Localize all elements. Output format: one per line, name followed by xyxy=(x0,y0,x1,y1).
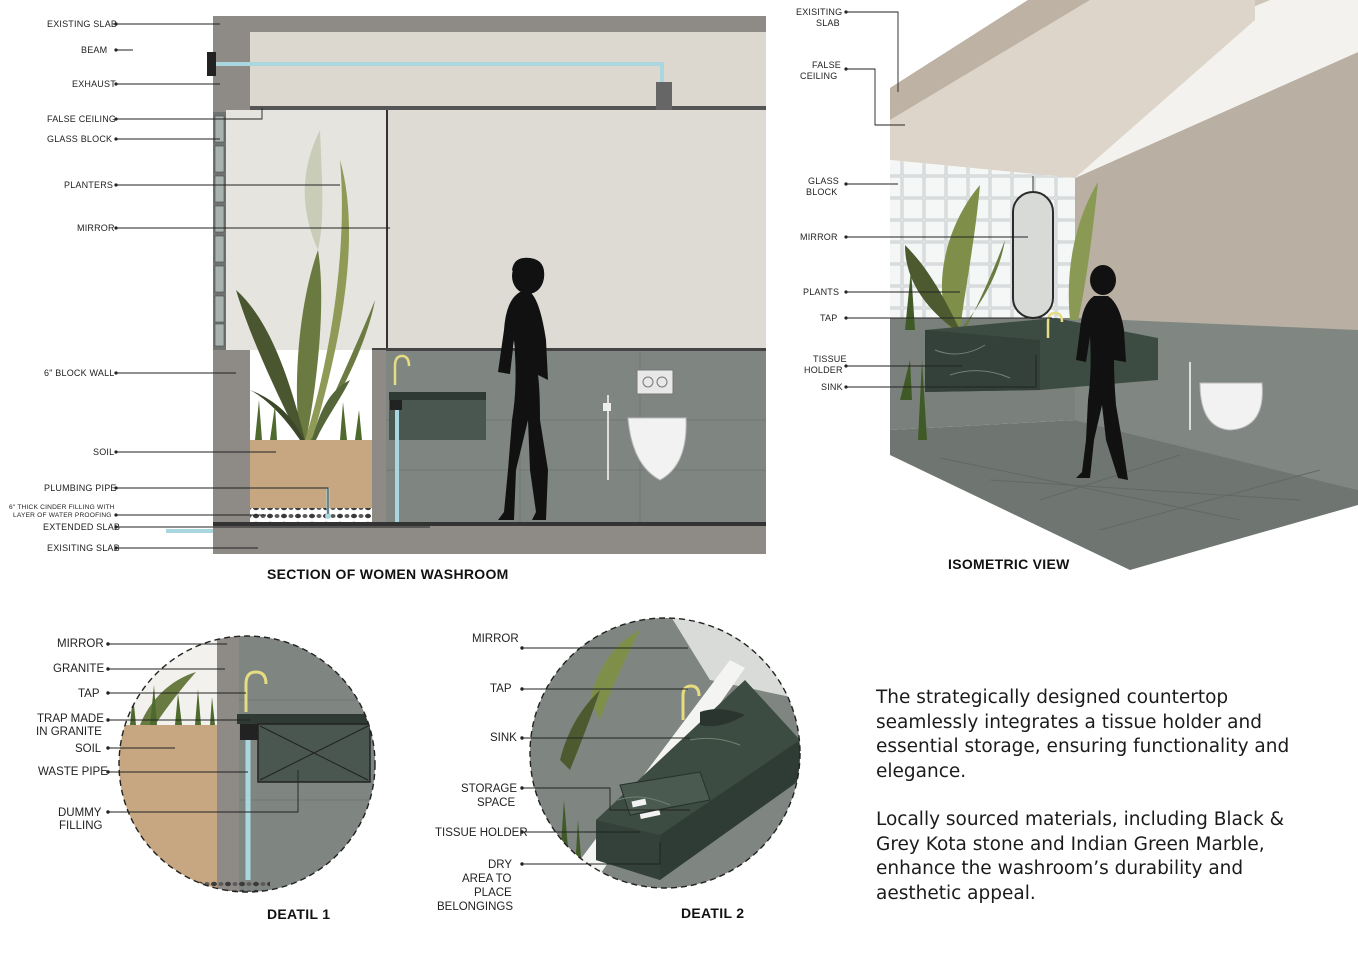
label-plumbing-pipe: PLUMBING PIPE xyxy=(44,483,117,493)
woman-silhouette-icon xyxy=(498,257,548,520)
isometric-drawing xyxy=(890,0,1358,570)
iso-label-glass: GLASS xyxy=(808,176,839,186)
d2-label-storage: STORAGE xyxy=(461,783,517,795)
iso-label-sink: SINK xyxy=(821,382,843,392)
label-extended-slab: EXTENDED SLAB xyxy=(43,522,120,532)
d1-label-granite-2: IN GRANITE xyxy=(36,726,102,738)
d1-label-dummy: DUMMY xyxy=(58,807,102,819)
detail-2-drawing xyxy=(529,617,801,889)
label-mirror: MIRROR xyxy=(77,223,115,233)
d2-label-belongings: BELONGINGS xyxy=(437,901,513,913)
iso-label-false: FALSE xyxy=(812,60,841,70)
label-false-ceiling: FALSE CEILING xyxy=(47,114,116,124)
detail-2-labels: MIRROR TAP SINK STORAGE SPACE TISSUE HOL… xyxy=(435,633,690,913)
label-soil: SOIL xyxy=(93,447,114,457)
isometric-woman-icon xyxy=(1076,265,1128,480)
description-text: The strategically designed countertop se… xyxy=(876,686,1326,930)
label-water-proofing: LAYER OF WATER PROOFING xyxy=(13,512,112,519)
detail-1-title: DEATIL 1 xyxy=(267,906,330,922)
section-title: SECTION OF WOMEN WASHROOM xyxy=(267,566,509,582)
iso-label-holder: HOLDER xyxy=(804,365,843,375)
label-glass-block: GLASS BLOCK xyxy=(47,134,112,144)
section-drawing xyxy=(166,16,766,554)
iso-label-tap: TAP xyxy=(820,313,837,323)
iso-label-existing: EXISITING xyxy=(796,7,842,17)
label-exhaust: EXHAUST xyxy=(72,79,116,89)
d1-label-waste-pipe: WASTE PIPE xyxy=(38,766,108,778)
label-existing-slab: EXISTING SLAB xyxy=(47,19,117,29)
section-labels: EXISTING SLAB BEAM EXHAUST FALSE CEILING… xyxy=(9,19,430,553)
label-block-wall: 6" BLOCK WALL xyxy=(44,368,115,378)
d2-label-place: PLACE xyxy=(474,887,512,899)
label-cinder-filling: 6" THICK CINDER FILLING WITH xyxy=(9,504,115,511)
iso-label-mirror: MIRROR xyxy=(800,232,838,242)
d2-label-dry: DRY xyxy=(488,859,512,871)
d1-label-soil: SOIL xyxy=(75,743,102,755)
isometric-title: ISOMETRIC VIEW xyxy=(948,556,1070,572)
iso-label-plants: PLANTS xyxy=(803,287,839,297)
detail-2-title: DEATIL 2 xyxy=(681,905,744,921)
d2-label-sink: SINK xyxy=(490,732,517,744)
d2-label-space: SPACE xyxy=(477,797,515,809)
isometric-plants-icon xyxy=(900,182,1098,440)
isometric-labels: EXISITING SLAB FALSE CEILING GLASS BLOCK… xyxy=(796,7,1052,392)
d2-label-tissue-holder: TISSUE HOLDER xyxy=(435,827,528,839)
d1-label-granite: GRANITE xyxy=(53,663,104,675)
d1-label-filling: FILLING xyxy=(59,820,103,832)
detail-1-drawing xyxy=(118,635,376,893)
iso-label-block: BLOCK xyxy=(806,187,838,197)
label-planters: PLANTERS xyxy=(64,180,113,190)
d2-label-mirror: MIRROR xyxy=(472,633,519,645)
iso-label-ceiling: CEILING xyxy=(800,71,837,81)
detail-1-labels: MIRROR GRANITE TAP TRAP MADE IN GRANITE … xyxy=(36,638,299,832)
d2-label-tap: TAP xyxy=(490,683,512,695)
label-exisiting-slab: EXISITING SLAB xyxy=(47,543,120,553)
iso-label-slab: SLAB xyxy=(816,18,840,28)
d1-label-trap: TRAP MADE xyxy=(37,713,104,725)
d2-label-area-to: AREA TO xyxy=(462,873,511,885)
iso-label-tissue: TISSUE xyxy=(813,354,847,364)
label-beam: BEAM xyxy=(81,45,107,55)
description-paragraph-2: Locally sourced materials, including Bla… xyxy=(876,809,1285,904)
d1-label-mirror: MIRROR xyxy=(57,638,104,650)
d1-label-tap: TAP xyxy=(78,688,100,700)
planter-plant-icon xyxy=(236,130,375,440)
description-paragraph-1: The strategically designed countertop se… xyxy=(876,687,1290,782)
